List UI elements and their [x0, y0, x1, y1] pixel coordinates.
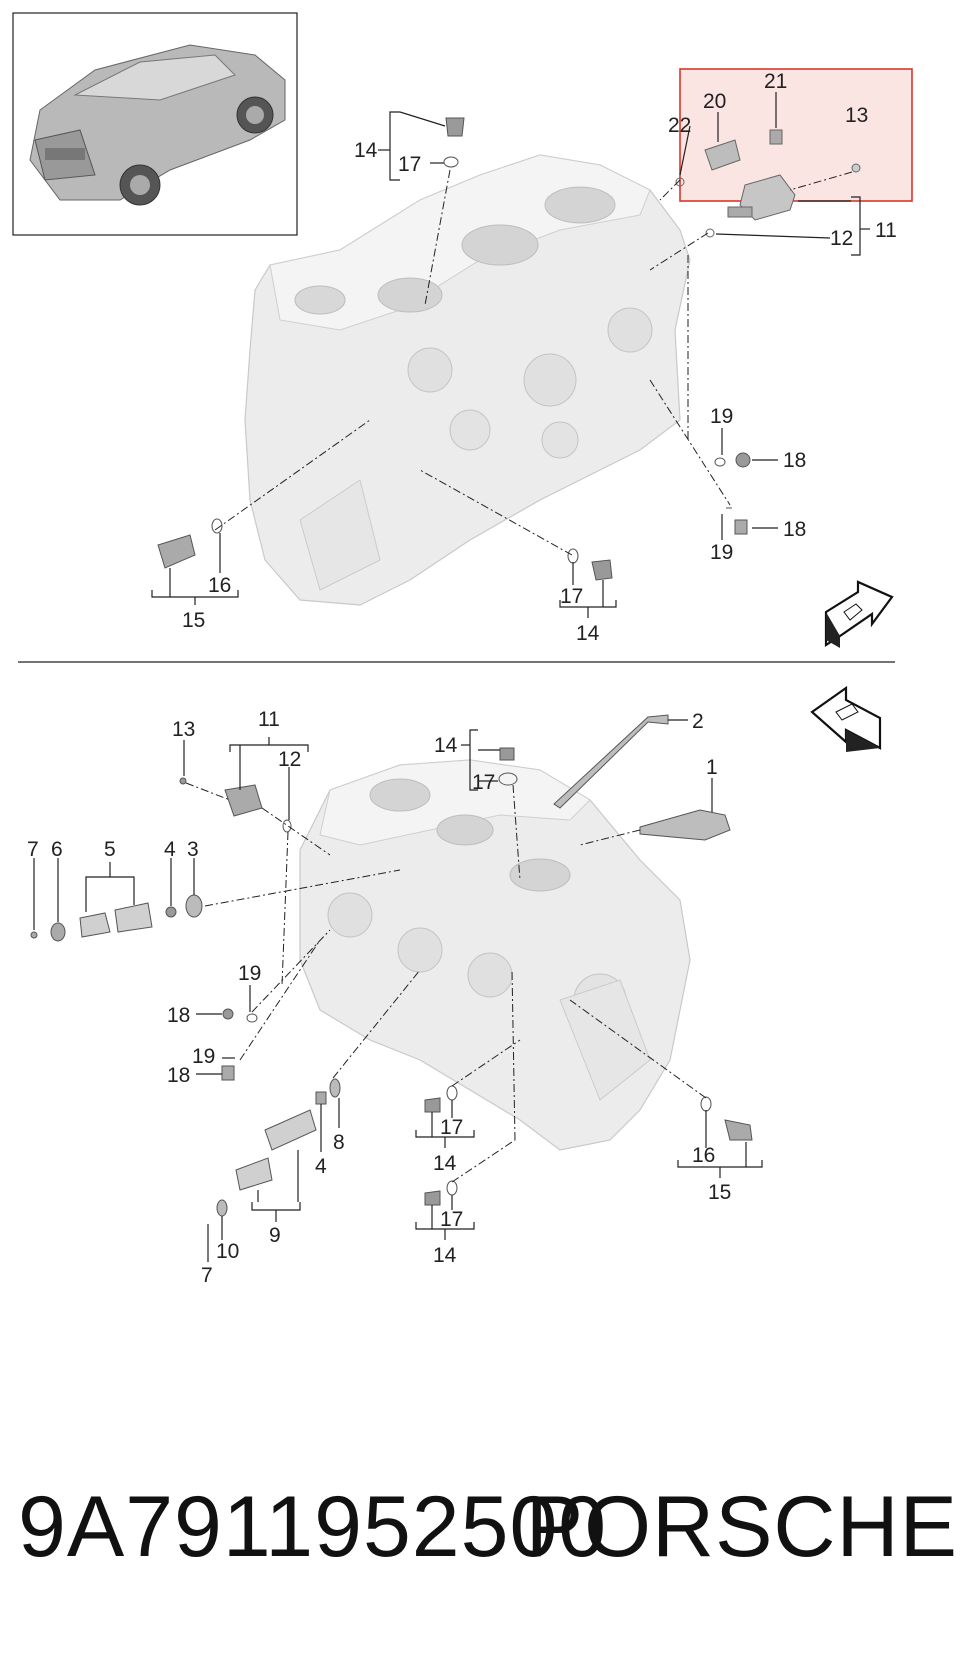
callout-14: 14: [354, 139, 378, 162]
callout-14: 14: [434, 734, 458, 757]
callout-19: 19: [710, 405, 733, 428]
callout-21: 21: [764, 70, 787, 93]
callout-16: 16: [208, 574, 231, 597]
callout-10: 10: [216, 1240, 239, 1263]
brand-name: PORSCHE: [525, 1479, 958, 1575]
callout-11: 11: [258, 708, 280, 731]
front-direction-arrow-icon: [824, 580, 894, 648]
callout-4: 4: [164, 838, 176, 861]
callout-7: 7: [27, 838, 39, 861]
callout-18: 18: [167, 1004, 190, 1027]
callout-15: 15: [182, 609, 205, 632]
part-number: 9A7911952500: [18, 1479, 608, 1575]
callout-13: 13: [845, 104, 868, 127]
bottom-callout-lines: [33, 719, 763, 1262]
callout-18: 18: [783, 518, 806, 541]
callout-8: 8: [333, 1131, 345, 1154]
bottom-parts: [30, 714, 753, 1217]
callout-12: 12: [278, 748, 301, 771]
rear-direction-arrow-icon: [810, 685, 882, 752]
callout-5: 5: [104, 838, 116, 861]
cylinder-head-bottom: [299, 759, 691, 1151]
top-solenoid-parts: [157, 117, 861, 581]
callout-18: 18: [783, 449, 806, 472]
callout-3: 3: [187, 838, 199, 861]
exploded-view-svg: 22 20 21 13 14 17 11 12 19 18 18 19 16 1…: [12, 12, 913, 1287]
callout-19: 19: [710, 541, 733, 564]
top-leader-lines: [214, 169, 853, 556]
callout-19: 19: [238, 962, 261, 985]
footer: 9A7911952500 PORSCHE: [18, 1478, 958, 1608]
callout-16: 16: [692, 1144, 715, 1167]
callout-14: 14: [433, 1244, 457, 1267]
callout-4: 4: [315, 1155, 327, 1178]
callout-15: 15: [708, 1181, 731, 1204]
callout-17: 17: [560, 585, 583, 608]
callout-9: 9: [269, 1224, 281, 1247]
top-callout-lines: [151, 92, 870, 618]
callout-6: 6: [51, 838, 63, 861]
callout-14: 14: [433, 1152, 457, 1175]
bottom-callout-labels: 13 11 12 14 17 2 1 7 6 5 4 3 19 18 19 18…: [27, 708, 731, 1287]
car-thumbnail-icon: [12, 12, 298, 236]
callout-18: 18: [167, 1064, 190, 1087]
callout-22: 22: [668, 114, 691, 137]
bottom-leader-lines: [185, 782, 707, 1183]
callout-20: 20: [703, 90, 726, 113]
callout-13: 13: [172, 718, 195, 741]
callout-2: 2: [692, 710, 704, 733]
callout-17: 17: [472, 771, 495, 794]
callout-19: 19: [192, 1045, 215, 1068]
callout-17: 17: [398, 153, 421, 176]
callout-1: 1: [706, 756, 718, 779]
callout-7: 7: [201, 1264, 213, 1287]
callout-11: 11: [875, 219, 897, 242]
cylinder-head-top: [244, 154, 691, 606]
top-callout-labels: 22 20 21 13 14 17 11 12 19 18 18 19 16 1…: [182, 70, 897, 645]
callout-14: 14: [576, 622, 600, 645]
callout-12: 12: [830, 227, 853, 250]
callout-17: 17: [440, 1208, 463, 1231]
highlight-box: [679, 68, 913, 202]
callout-17: 17: [440, 1116, 463, 1139]
